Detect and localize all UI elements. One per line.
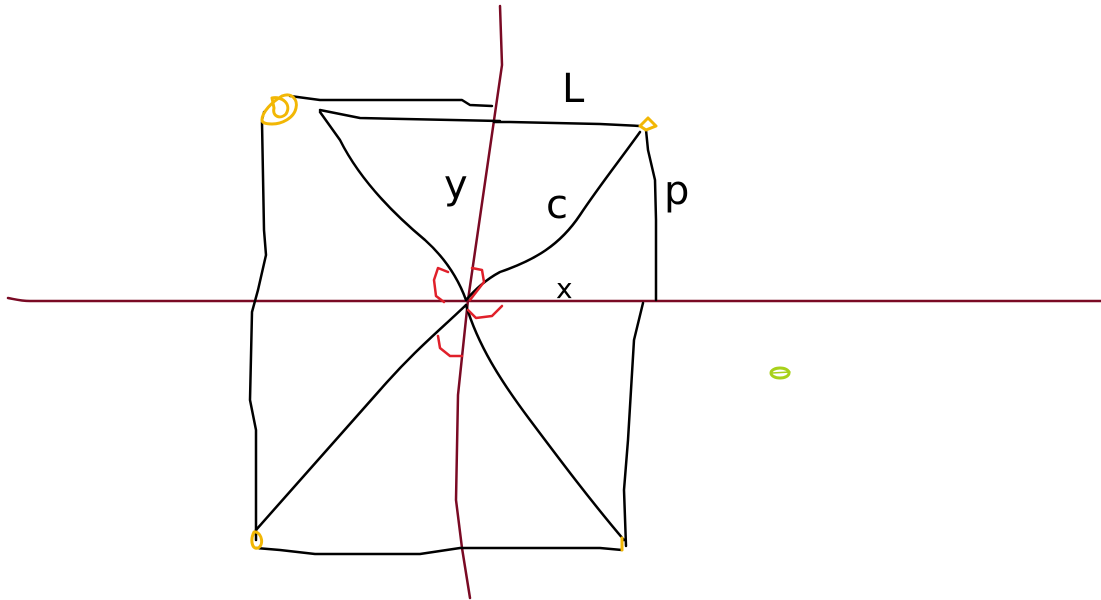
labels: L y c p x	[444, 66, 689, 305]
diagonal-bottom-left	[254, 303, 468, 532]
frame-top-edge-lower	[318, 108, 502, 123]
vertex-marker-top-left	[260, 93, 298, 126]
angle-marks	[432, 266, 504, 358]
label-y: y	[444, 162, 468, 208]
label-c: c	[546, 182, 568, 228]
angle-mark-right	[466, 304, 504, 320]
frame-left-edge	[248, 120, 268, 542]
vertex-marker-bottom-left	[250, 530, 264, 550]
diagonal-bottom-right	[464, 303, 626, 542]
label-l: L	[562, 66, 585, 112]
frame-right-edge-lower	[622, 301, 645, 548]
angle-mark-upper	[432, 266, 486, 304]
frame-bottom-edge	[254, 546, 624, 556]
green-dot-mark	[769, 366, 791, 380]
label-p: p	[664, 168, 689, 214]
frame-right-edge-upper	[644, 128, 658, 302]
label-x: x	[556, 272, 573, 305]
diagonal-top-left	[318, 110, 468, 302]
horizontal-axis	[6, 296, 1101, 303]
diagonals	[254, 110, 642, 542]
angle-mark-lower	[436, 334, 464, 358]
vertex-marker-top-right	[638, 116, 658, 132]
vertex-markers	[250, 93, 658, 552]
